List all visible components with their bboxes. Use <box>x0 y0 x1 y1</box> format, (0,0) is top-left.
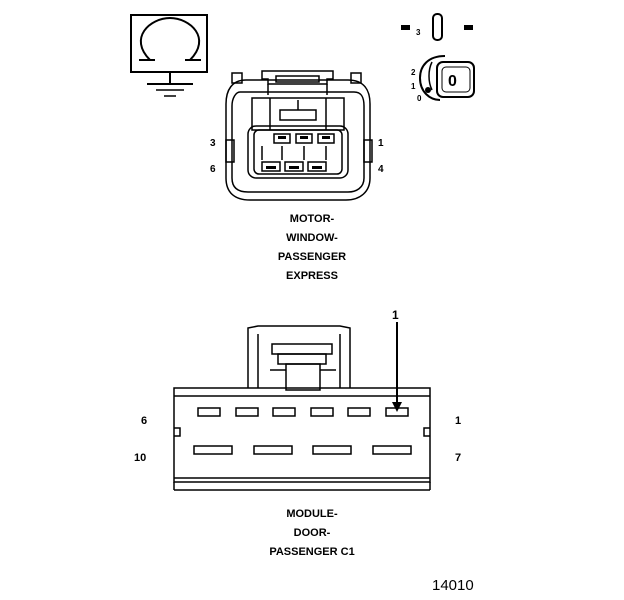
key-position-0: 0 <box>417 94 422 103</box>
upper-pin-4-label: 4 <box>378 164 384 175</box>
figure-number: 14010 <box>432 577 474 594</box>
ohmmeter-ground-icon <box>130 14 208 97</box>
lower-pin-1-label: 1 <box>455 415 461 427</box>
callout-arrow-icon <box>392 322 402 412</box>
key-switch-icon <box>401 13 475 101</box>
key-position-1: 1 <box>411 82 416 91</box>
caption-line: MOTOR- <box>289 213 335 225</box>
lower-connector <box>173 325 431 491</box>
upper-connector <box>225 70 373 201</box>
lower-pin-6-label: 6 <box>141 415 147 427</box>
caption-line: MODULE- <box>286 508 338 520</box>
key-position-2: 2 <box>411 68 416 77</box>
lower-connector-caption: MODULE- DOOR- PASSENGER C1 <box>0 505 624 562</box>
caption-line: DOOR- <box>293 527 331 539</box>
upper-pin-6-label: 6 <box>210 164 216 175</box>
caption-line: PASSENGER C1 <box>269 546 355 558</box>
caption-line: EXPRESS <box>286 270 338 282</box>
lower-pin-7-label: 7 <box>455 452 461 464</box>
key-letter: 0 <box>448 73 457 90</box>
callout-label: 1 <box>392 308 399 322</box>
key-position-3: 3 <box>416 28 421 37</box>
lower-pin-10-label: 10 <box>134 452 146 464</box>
caption-line: PASSENGER <box>277 251 347 263</box>
upper-connector-caption: MOTOR- WINDOW- PASSENGER EXPRESS <box>0 210 624 286</box>
upper-pin-3-label: 3 <box>210 138 216 149</box>
upper-pin-1-label: 1 <box>378 138 384 149</box>
caption-line: WINDOW- <box>286 232 338 244</box>
